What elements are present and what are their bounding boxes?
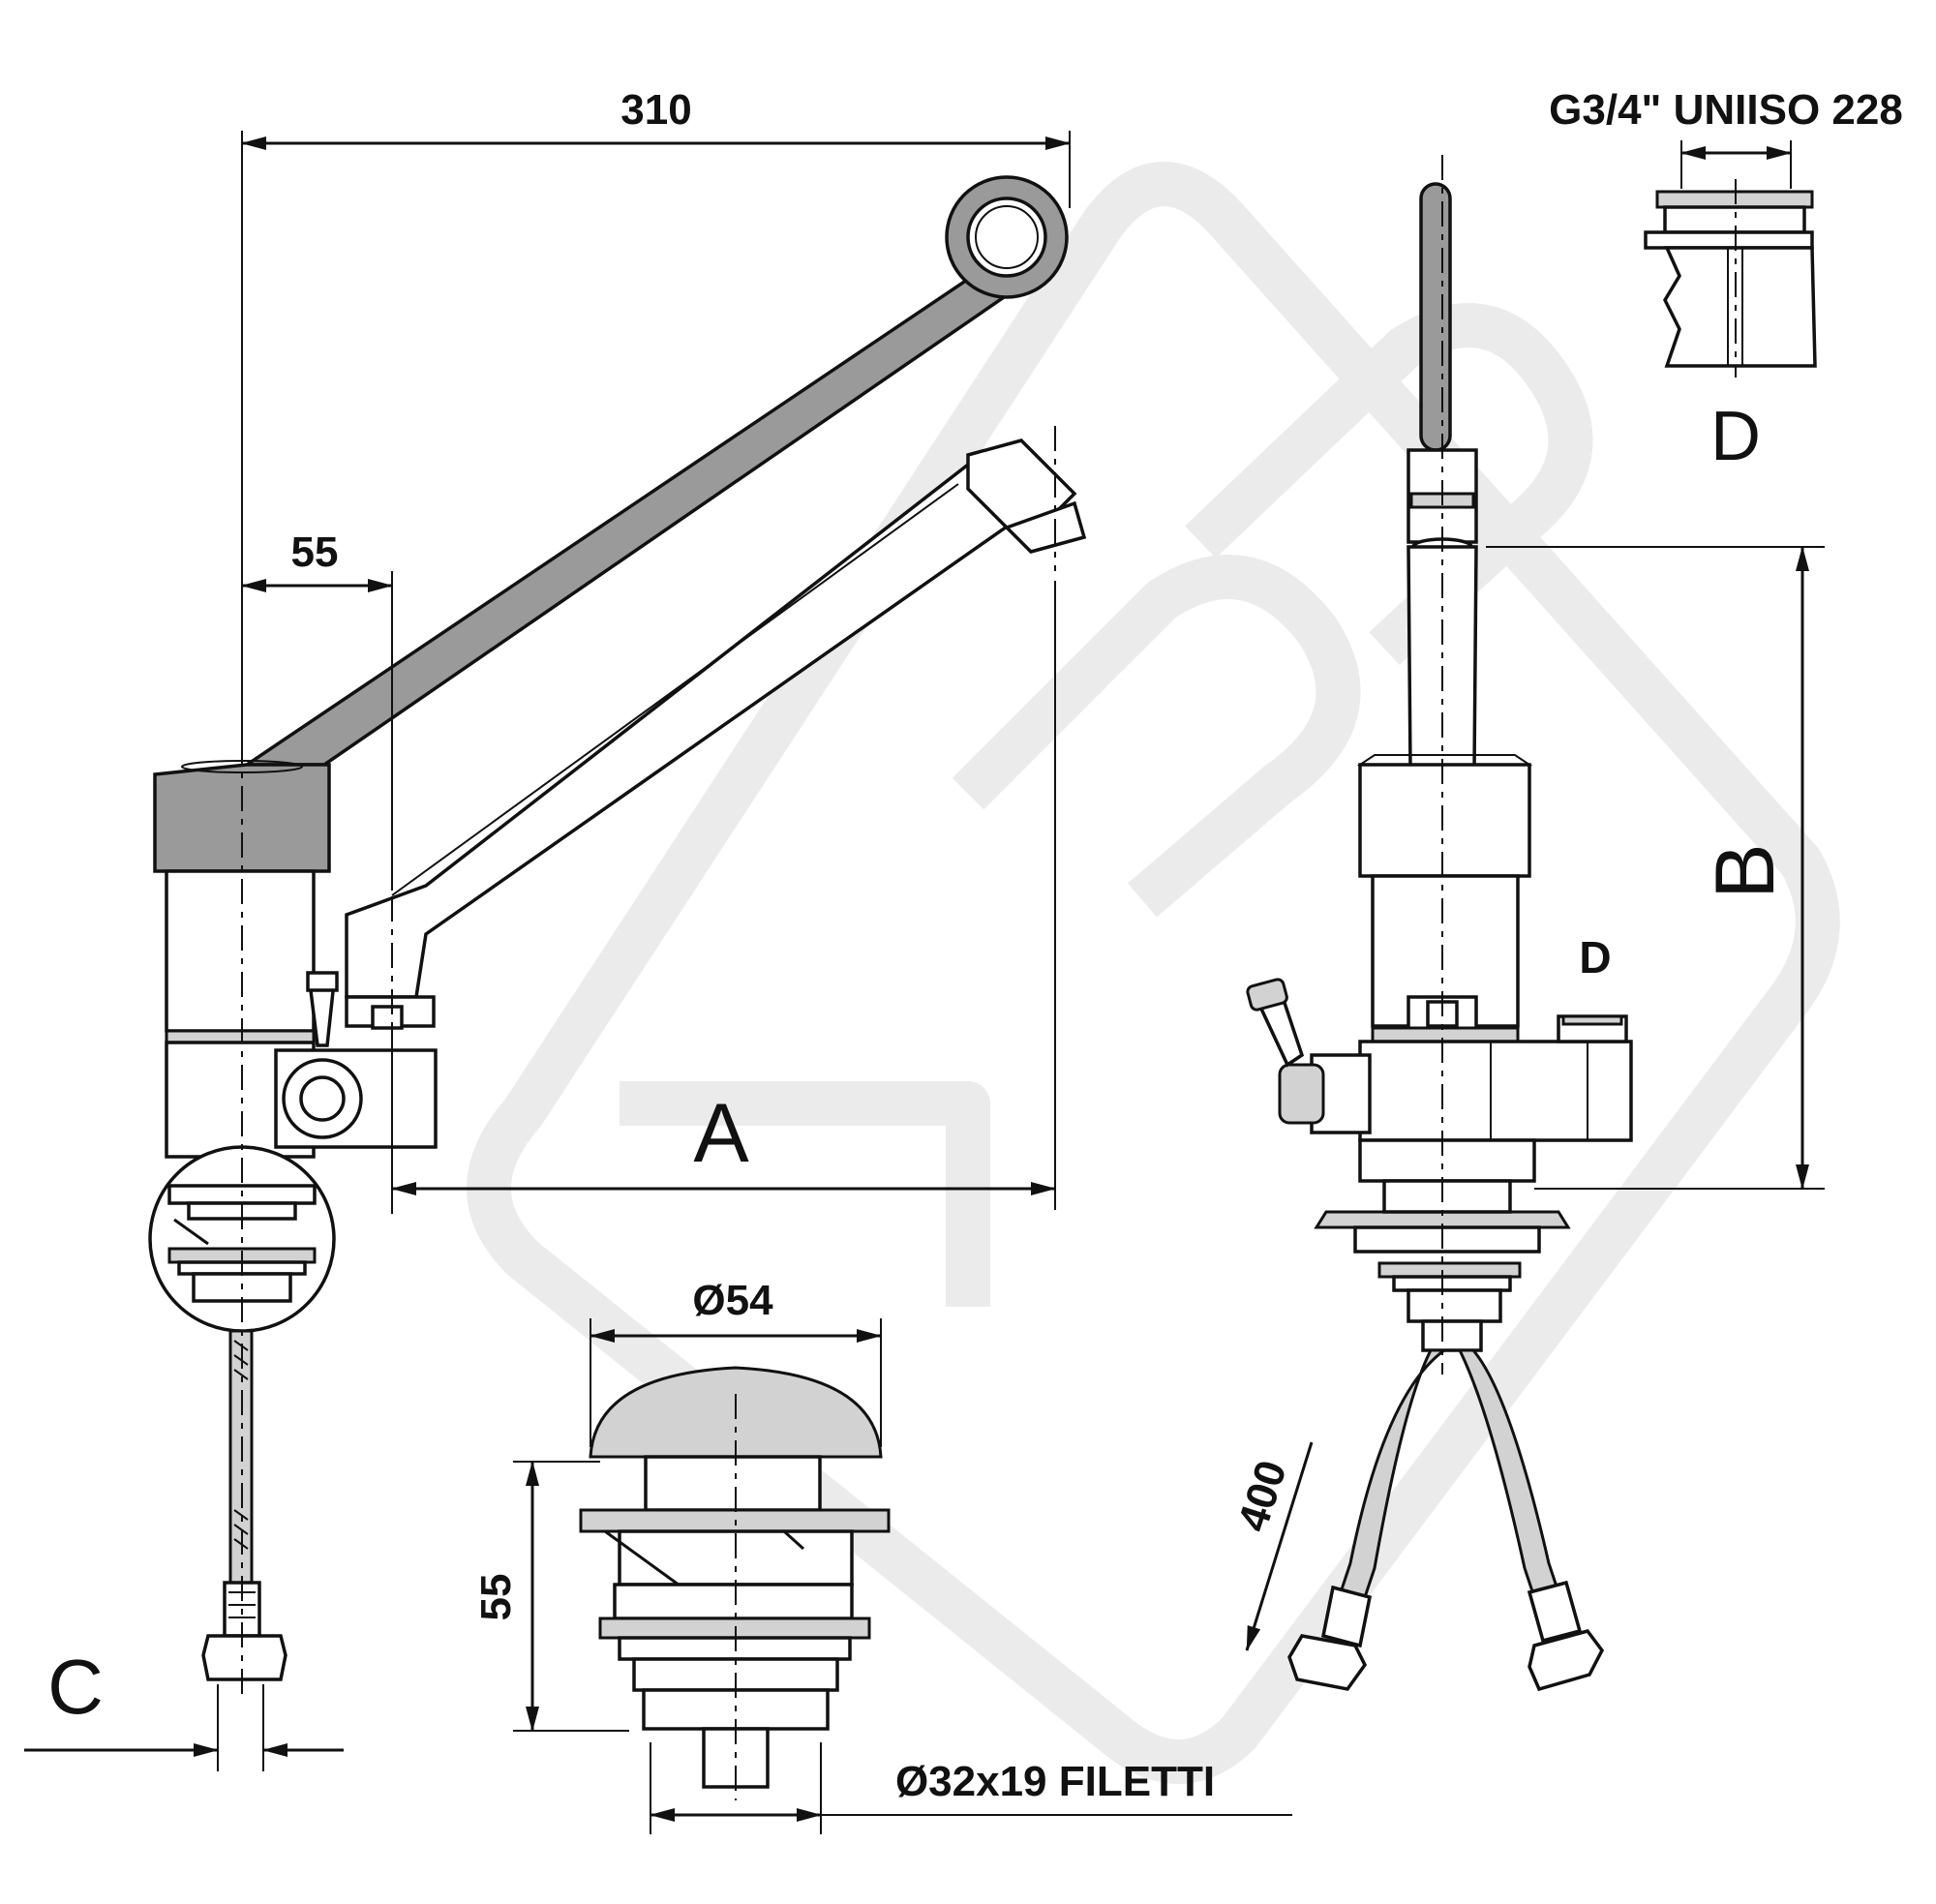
dimension-C: C xyxy=(24,1644,344,1771)
faucet-front-view xyxy=(1246,155,1633,1692)
dim-diameter-54-label: Ø54 xyxy=(692,1277,773,1324)
spout xyxy=(345,447,1028,999)
lever-rod xyxy=(1419,182,1452,452)
dimension-B: B xyxy=(1486,546,1825,1190)
waste-thread-label: Ø32x19 FILETTI xyxy=(895,1758,1215,1805)
dim-310-label: 310 xyxy=(620,86,691,134)
label-D-top: D xyxy=(1710,398,1761,475)
hose-nut-left xyxy=(1287,1634,1368,1691)
dim-55-top-label: 55 xyxy=(291,529,339,576)
hose-nut-right xyxy=(1528,1628,1605,1692)
mixer-body-front xyxy=(1358,1040,1633,1142)
faucet-side-view xyxy=(148,136,1087,1699)
dim-55-waste-label: 55 xyxy=(472,1574,520,1621)
dimension-55-waste: 55 xyxy=(472,1461,629,1732)
label-B: B xyxy=(1699,843,1792,898)
dimension-55-top: 55 xyxy=(241,529,393,891)
handle-cap xyxy=(153,763,331,873)
dimension-310: 310 xyxy=(241,86,1071,745)
label-C: C xyxy=(47,1644,104,1730)
dimension-A: A xyxy=(391,581,1056,1210)
hose-nut xyxy=(201,1634,287,1681)
label-A: A xyxy=(693,1087,749,1180)
label-D-side: D xyxy=(1579,932,1611,982)
thread-detail-D: G3/4" UNIISO 228 D xyxy=(1549,86,1903,475)
waste-plug-view xyxy=(579,1366,891,1800)
dimension-diameter-54: Ø54 xyxy=(590,1277,882,1447)
mixer-body xyxy=(165,869,316,1033)
dimension-waste-thread: Ø32x19 FILETTI xyxy=(650,1742,1292,1834)
thread-spec-label: G3/4" UNIISO 228 xyxy=(1549,86,1903,134)
